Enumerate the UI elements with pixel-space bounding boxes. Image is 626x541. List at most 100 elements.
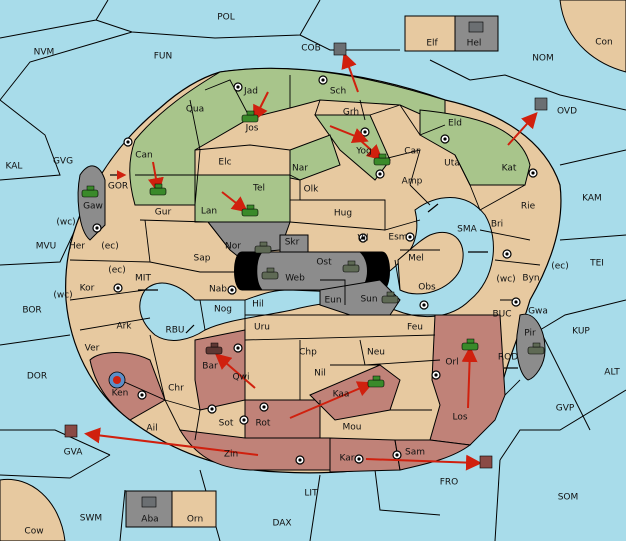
coast-label-her-wc: (wc) (56, 218, 75, 228)
tank-gaw[interactable] (81, 185, 99, 198)
label-vil: Vil (358, 234, 369, 244)
tank-kaa[interactable] (367, 375, 385, 388)
label-orl: Orl (445, 358, 458, 368)
tank-nor[interactable] (254, 241, 272, 254)
label-uru: Uru (254, 323, 270, 333)
label-ver: Ver (85, 344, 100, 354)
coast-label-byn-ec: (ec) (551, 262, 569, 272)
label-byn: Byn (522, 274, 539, 284)
label-kor: Kor (80, 284, 95, 294)
supply-centers (92, 75, 538, 465)
label-car: Car (404, 147, 420, 157)
region-grh-yog[interactable] (314, 114, 391, 181)
label-pir: Pir (524, 329, 536, 339)
strait-markers (110, 170, 518, 369)
label-swm: SWM (80, 514, 102, 524)
label-qwi: Qwi (233, 373, 250, 383)
label-mou: Mou (343, 423, 362, 433)
label-elf: Elf (426, 39, 438, 49)
label-esm: Esm (388, 233, 407, 243)
label-bar: Bar (202, 362, 218, 372)
tank-jos[interactable] (241, 110, 259, 123)
label-mel: Mel (408, 254, 424, 264)
label-los: Los (452, 413, 467, 423)
island-hel[interactable] (454, 15, 499, 52)
tank-ost[interactable] (342, 260, 360, 273)
region-sam[interactable] (394, 439, 472, 471)
label-gva: GVA (64, 448, 84, 458)
label-rot: Rot (256, 419, 271, 429)
label-som: SOM (558, 493, 579, 503)
fleet-ovd[interactable] (534, 97, 548, 111)
label-cob: COB (301, 44, 321, 54)
label-sch: Sch (330, 87, 346, 97)
tank-yog[interactable] (373, 153, 391, 166)
tank-web[interactable] (261, 267, 279, 280)
label-buc: BUC (492, 310, 511, 320)
label-olk: Olk (304, 185, 320, 195)
label-yog: Yog (355, 147, 372, 157)
label-kaa: Kaa (333, 390, 350, 400)
label-sma: SMA (457, 225, 477, 235)
tank-sun[interactable] (381, 291, 399, 304)
label-obs: Obs (418, 283, 436, 293)
label-jos: Jos (245, 124, 259, 134)
units (64, 21, 548, 508)
label-kup: KUP (572, 327, 590, 337)
label-gor: GOR (108, 182, 128, 192)
label-pol: POL (217, 13, 235, 23)
sea-labels: POL NVM FUN COB NOM Con KAL GVG GOR OVD … (6, 13, 621, 537)
label-gwa: Gwa (528, 307, 548, 317)
label-zin: Zin (224, 450, 238, 460)
label-gur: Gur (155, 208, 172, 218)
tank-orl[interactable] (461, 338, 479, 351)
label-alt: ALT (604, 368, 620, 378)
label-ark: Ark (116, 322, 132, 332)
order-arrows (84, 52, 538, 471)
label-can: Can (135, 151, 153, 161)
label-orn: Orn (187, 515, 203, 525)
region-north-green[interactable] (129, 67, 446, 206)
label-sun: Sun (360, 295, 377, 305)
tank-lan[interactable] (241, 204, 259, 217)
label-gaw: Gaw (83, 202, 103, 212)
tank-pir[interactable] (527, 342, 545, 355)
label-kar: Kar (340, 454, 355, 464)
label-her: Her (69, 242, 85, 252)
label-skr: Skr (285, 238, 300, 248)
island-labels: Elf Hel Aba Orn (141, 39, 481, 525)
label-sap: Sap (194, 254, 211, 264)
fleet-gva[interactable] (64, 424, 78, 438)
fleet-hel[interactable] (468, 21, 484, 33)
region-eld-kat[interactable] (419, 109, 531, 186)
fleet-aba[interactable] (141, 496, 157, 508)
label-dax: DAX (272, 519, 291, 529)
label-gvg: GVG (53, 157, 73, 167)
label-fun: FUN (154, 52, 173, 62)
region-nar[interactable] (289, 134, 341, 181)
label-bor: BOR (22, 306, 41, 316)
label-kat: Kat (502, 164, 517, 174)
coast-label-byn-wc: (wc) (496, 275, 515, 285)
island-orn[interactable] (171, 490, 217, 528)
tank-bar[interactable] (205, 342, 223, 355)
unit-ken[interactable] (108, 371, 126, 389)
label-hug: Hug (334, 209, 352, 219)
island-elf[interactable] (404, 15, 456, 52)
land-labels: Jad Sch Qua Jos Grh Eld Can Elc Nar Yog … (69, 87, 548, 464)
label-neu: Neu (367, 348, 385, 358)
fleet-cob[interactable] (333, 42, 347, 56)
label-kam: KAM (582, 194, 602, 204)
label-ken: Ken (112, 389, 129, 399)
label-ost: Ost (316, 258, 332, 268)
tank-gur[interactable] (149, 183, 167, 196)
label-dor: DOR (27, 372, 47, 382)
label-rbu: RBU (165, 326, 184, 336)
label-cow: Cow (24, 527, 43, 537)
coast-label-kor-ec: (ec) (108, 266, 126, 276)
label-mit: MIT (135, 274, 151, 284)
fleet-fro[interactable] (479, 455, 493, 469)
label-nor: Nor (225, 242, 241, 252)
